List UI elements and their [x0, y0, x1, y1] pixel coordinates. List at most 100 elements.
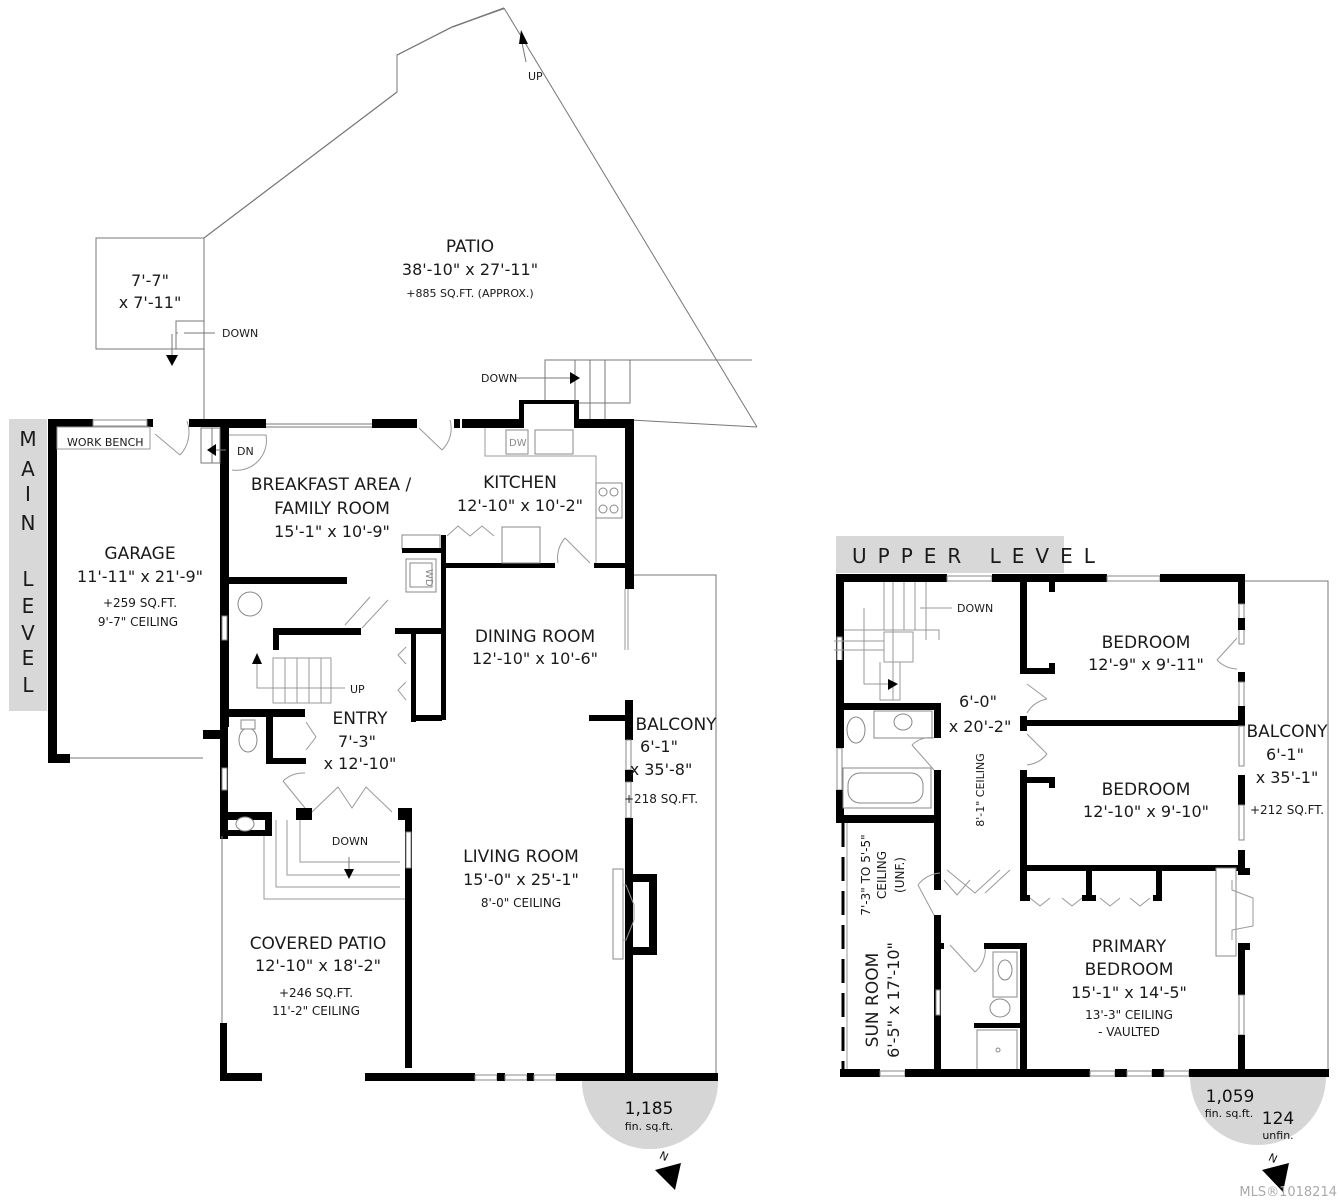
bedroom-2-dims: 12'-10" x 9'-10": [1083, 802, 1209, 821]
bedroom-1-name: BEDROOM: [1102, 633, 1191, 653]
breakfast-dims: 15'-1" x 10'-9": [274, 522, 390, 541]
upper-balcony-dims: 6'-1": [1266, 745, 1304, 764]
upper-balcony-dims: x 35'-1": [1256, 768, 1319, 787]
upper-level-title: UPPER LEVEL: [852, 544, 1106, 568]
primary-bedroom-dims: 15'-1" x 14'-5": [1071, 983, 1187, 1002]
banner-letter: L: [22, 673, 34, 697]
upper-balcony-area: +212 SQ.FT.: [1250, 803, 1324, 817]
covered-patio-dims: 12'-10" x 18'-2": [255, 956, 381, 975]
upper-balcony-name: BALCONY: [1246, 722, 1328, 742]
main-area-unit: fin. sq.ft.: [625, 1120, 674, 1133]
landing-dims: 7'-7": [131, 271, 169, 290]
up-label: UP: [350, 683, 365, 696]
sunroom-unfinished: (UNF.): [893, 857, 907, 893]
patio-edge-east: [503, 7, 758, 428]
patio-outline: [172, 7, 505, 239]
entry-name: ENTRY: [333, 709, 389, 729]
living-room-ceiling: 8'-0" CEILING: [481, 896, 561, 910]
dn-arrow-icon: [207, 444, 216, 456]
bedroom-2-name: BEDROOM: [1102, 780, 1191, 800]
main-area-badge: 1,185 fin. sq.ft. N: [582, 1081, 718, 1190]
banner-letter: E: [22, 646, 35, 670]
down-label: DOWN: [332, 835, 368, 848]
upper-area-unit: fin. sq.ft.: [1205, 1107, 1254, 1120]
patio-dims: 38'-10" x 27'-11": [402, 260, 538, 279]
main-level: [9, 7, 758, 1081]
banner-letter: V: [21, 621, 35, 645]
primary-bedroom-name: PRIMARY: [1092, 937, 1167, 957]
upper-level-labels: UPPER LEVEL DOWN 6'-0" x 20'-2" 8'-1" CE…: [852, 544, 1328, 1058]
north-label: N: [657, 1149, 670, 1164]
primary-bedroom-vaulted: - VAULTED: [1098, 1025, 1160, 1039]
dining-dims: 12'-10" x 10'-6": [472, 649, 598, 668]
upper-level-banner: [836, 536, 1064, 573]
down-label: DOWN: [222, 327, 258, 340]
garage-area: +259 SQ.FT.: [103, 596, 177, 610]
covered-patio-name: COVERED PATIO: [250, 934, 387, 954]
dn-label: DN: [237, 445, 254, 458]
balcony-name: BALCONY: [635, 715, 717, 735]
covered-patio-area: +246 SQ.FT.: [279, 986, 353, 1000]
hall-dims: 6'-0": [959, 692, 997, 711]
upper-area-value: 1,059: [1206, 1087, 1255, 1107]
balcony-area: +218 SQ.FT.: [624, 792, 698, 806]
down-arrow-icon: [344, 869, 354, 879]
patio-edge-north: [203, 7, 505, 239]
dishwasher-label: DW: [509, 438, 527, 449]
entry-dims: 7'-3": [338, 732, 376, 751]
primary-bedroom-ceiling: 13'-3" CEILING: [1085, 1008, 1173, 1022]
garage-name: GARAGE: [104, 544, 175, 564]
garage-dims: 11'-11" x 21'-9": [77, 567, 203, 586]
down-label: DOWN: [957, 602, 993, 615]
garage-ceiling: 9'-7" CEILING: [98, 615, 178, 629]
balcony-dims: 6'-1": [640, 737, 678, 756]
breakfast-name: BREAKFAST AREA /: [251, 475, 412, 495]
north-arrow-icon: [1262, 1163, 1289, 1192]
north-label: N: [1266, 1151, 1279, 1166]
banner-letter: I: [25, 482, 31, 506]
main-level-labels: M A I N L E V E L PATIO 38'-10" x 27'-11…: [19, 70, 717, 1018]
dining-name: DINING ROOM: [475, 627, 595, 647]
sunroom-name: SUN ROOM: [863, 953, 883, 1048]
up-arrow-icon: [252, 653, 262, 664]
upper-unfinished-value: 124: [1262, 1109, 1294, 1129]
entry-dims: x 12'-10": [324, 754, 397, 773]
patio-name: PATIO: [446, 237, 494, 257]
kitchen-name: KITCHEN: [483, 473, 557, 493]
up-arrow-icon: [519, 30, 528, 44]
main-area-value: 1,185: [625, 1099, 674, 1119]
down-arrow-icon: [166, 355, 178, 366]
north-arrow-icon: [655, 1163, 681, 1190]
banner-letter: N: [21, 511, 36, 535]
bedroom-1-dims: 12'-9" x 9'-11": [1088, 655, 1204, 674]
sunroom-dims: 6'-5" x 17'-10": [884, 942, 903, 1058]
primary-bedroom-name: BEDROOM: [1085, 960, 1174, 980]
covered-patio-ceiling: 11'-2" CEILING: [272, 1004, 360, 1018]
right-arrow-icon: [888, 679, 898, 690]
living-room-dims: 15'-0" x 25'-1": [463, 870, 579, 889]
hall-dims: x 20'-2": [949, 717, 1012, 736]
sunroom-ceiling: CEILING: [875, 851, 889, 899]
upper-level: [834, 536, 1329, 1077]
hall-ceiling: 8'-1" CEILING: [974, 753, 987, 827]
landing-dims: x 7'-11": [119, 293, 182, 312]
upper-area-badge: 1,059 fin. sq.ft. 124 unfin. N: [1190, 1077, 1326, 1192]
banner-letter: E: [22, 594, 35, 618]
sunroom-ceiling: 7'-3" TO 5'-5": [859, 834, 873, 915]
banner-letter: M: [19, 427, 36, 451]
living-room-name: LIVING ROOM: [463, 847, 579, 867]
banner-letter: L: [22, 567, 34, 591]
main-level-banner: [9, 419, 47, 711]
kitchen-dims: 12'-10" x 10'-2": [457, 496, 583, 515]
down-label: DOWN: [481, 372, 517, 385]
up-label: UP: [528, 70, 543, 83]
balcony-dims: x 35'-8": [630, 760, 693, 779]
washer-dryer-label: WD: [423, 569, 434, 587]
upper-unfinished-unit: unfin.: [1262, 1129, 1293, 1142]
patio-area: +885 SQ.FT. (APPROX.): [406, 287, 533, 300]
banner-letter: A: [21, 457, 35, 481]
right-arrow-icon: [570, 372, 580, 384]
work-bench-label: WORK BENCH: [67, 436, 144, 449]
family-room-name: FAMILY ROOM: [274, 499, 390, 519]
